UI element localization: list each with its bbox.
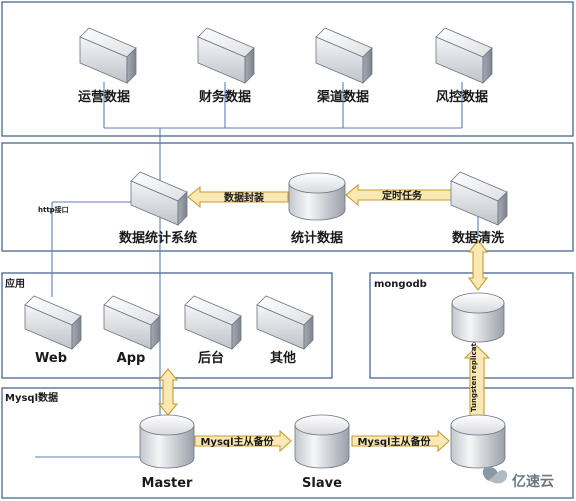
arrow-replica2-label: Mysql主从备份 [357,435,431,448]
arrow-scheduled-task: 定时任务 [345,183,453,207]
server-stats-system [130,171,188,226]
server-data-cleaning [450,171,508,226]
database-slave [294,414,350,469]
arrow-mysql-replica-2: Mysql主从备份 [351,429,450,453]
arrow-replica1-label: Mysql主从备份 [200,435,274,448]
database-master [139,414,195,469]
watermark-logo-icon [482,466,508,484]
node-label-finance: 财务数据 [199,89,251,105]
connector-lines [35,82,479,458]
server-risk-data [435,27,493,84]
mongodb-panel-label: mongodb [374,279,427,290]
server-app [103,295,161,350]
database-mongodb [451,292,505,343]
node-label-risk: 风控数据 [436,89,488,105]
arrow-clean-to-mongo [467,239,489,291]
node-label-ops: 运营数据 [78,89,130,105]
node-label-web: Web [35,351,67,366]
arrow-scheduled-label: 定时任务 [382,189,423,202]
server-other [256,295,314,350]
database-third [450,414,506,469]
server-channel-data [315,27,373,84]
mysql-panel-label: Mysql数据 [5,391,58,404]
node-label-other: 其他 [270,350,296,366]
node-label-master: Master [142,476,193,491]
node-label-app: App [117,351,146,366]
server-ops-data [79,27,137,84]
server-finance-data [197,27,255,84]
node-label-cleaning: 数据清洗 [452,230,504,246]
node-label-slave: Slave [302,476,342,491]
arrow-app-to-master [157,368,179,416]
node-label-stats-system: 数据统计系统 [119,230,197,246]
apps-panel-label: 应用 [5,277,25,290]
server-backend [184,295,242,350]
node-label-backend: 后台 [198,350,224,366]
node-label-channel: 渠道数据 [316,89,369,105]
http-interface-label: http接口 [38,205,69,214]
database-stats [288,172,346,221]
arrow-encapsulate-label: 数据封装 [224,191,264,204]
arrow-data-encapsulate: 数据封装 [187,185,289,209]
arrow-mysql-replica-1: Mysql主从备份 [194,429,292,453]
node-label-stats: 统计数据 [291,230,343,246]
server-web [24,295,82,350]
watermark: 亿速云 [482,466,554,490]
arrow-tungsten: Tungsten replicator [463,334,491,425]
arrow-tungsten-label: Tungsten replicator [470,334,478,412]
watermark-text: 亿速云 [512,473,554,490]
